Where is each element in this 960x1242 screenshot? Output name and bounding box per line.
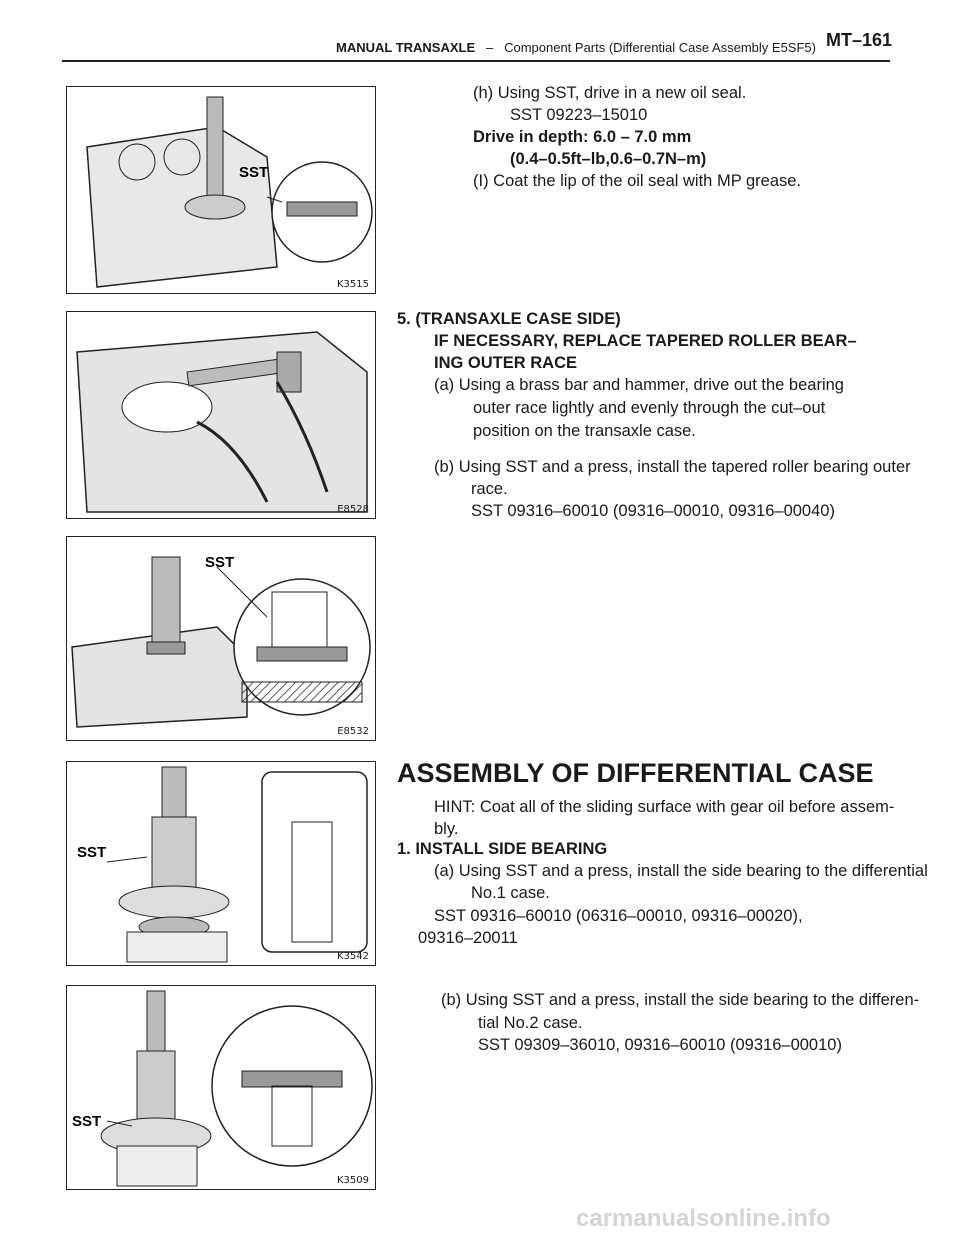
- step-i: (I) Coat the lip of the oil seal with MP…: [473, 172, 802, 190]
- drive-in-depth-torque: (0.4–0.5ft–lb,0.6–0.7N–m): [510, 150, 707, 168]
- figure-outer-race-install: SST E8532: [66, 536, 376, 741]
- figure-label-sst: SST: [239, 164, 268, 181]
- figure-drawing: SST: [77, 766, 368, 963]
- figure-label-sst: SST: [205, 554, 234, 571]
- header-rule: [62, 60, 890, 62]
- step-h: (h) Using SST, drive in a new oil seal.: [473, 84, 747, 102]
- figure-drawing: SST: [86, 96, 373, 288]
- figure-side-bearing-no1: SST K3542: [66, 761, 376, 966]
- step1b-sst: SST 09309–36010, 09316–60010 (09316–0001…: [478, 1036, 842, 1054]
- step1a-sst: SST 09316–60010 (06316–00010, 09316–0002…: [434, 907, 803, 925]
- step5a-line3: position on the transaxle case.: [473, 422, 696, 440]
- figure-side-bearing-no2: SST K3509: [66, 985, 376, 1190]
- step5-title-line2: IF NECESSARY, REPLACE TAPERED ROLLER BEA…: [434, 332, 857, 350]
- step5b-line1: (b) Using SST and a press, install the t…: [434, 458, 911, 476]
- figure-drawing: SST: [72, 990, 373, 1187]
- step5b-line2: race.: [471, 480, 508, 498]
- hint-line2: bly.: [434, 820, 459, 838]
- step1a-line1: (a) Using SST and a press, install the s…: [434, 862, 928, 880]
- figure-code: K3542: [336, 951, 369, 962]
- figure-label-sst: SST: [72, 1113, 101, 1130]
- figure-oil-seal-install: SST K3515: [66, 86, 376, 294]
- step1a-sst-line2: 09316–20011: [418, 929, 518, 947]
- page-number: MT–161: [826, 30, 893, 50]
- step5a-line2: outer race lightly and evenly through th…: [473, 399, 826, 417]
- step5a-line1: (a) Using a brass bar and hammer, drive …: [434, 376, 844, 394]
- step5-title-line3: ING OUTER RACE: [434, 354, 578, 372]
- figure-code: E8528: [337, 504, 369, 515]
- section-heading: ASSEMBLY OF DIFFERENTIAL CASE: [397, 758, 874, 788]
- step1b-line1: (b) Using SST and a press, install the s…: [441, 991, 920, 1009]
- figure-code: E8532: [337, 726, 369, 737]
- figure-label-sst: SST: [77, 844, 106, 861]
- figure-outer-race-removal: E8528: [66, 311, 376, 519]
- figure-code: K3509: [336, 1175, 369, 1186]
- step5-title: 5. (TRANSAXLE CASE SIDE): [397, 310, 621, 328]
- drive-in-depth: Drive in depth: 6.0 – 7.0 mm: [473, 128, 692, 146]
- step1a-line2: No.1 case.: [471, 884, 550, 902]
- running-header: MANUAL TRANSAXLE – Component Parts (Diff…: [336, 40, 816, 55]
- hint-line1: HINT: Coat all of the sliding surface wi…: [434, 798, 895, 816]
- step-h-sst: SST 09223–15010: [510, 106, 648, 124]
- watermark: carmanualsonline.info: [576, 1205, 831, 1232]
- header-subtitle: Component Parts (Differential Case Assem…: [504, 40, 816, 55]
- header-separator: –: [486, 40, 494, 55]
- figure-code: K3515: [336, 279, 369, 290]
- step1b-line2: tial No.2 case.: [478, 1014, 583, 1032]
- step5b-sst: SST 09316–60010 (09316–00010, 09316–0004…: [471, 502, 835, 520]
- step1-title: 1. INSTALL SIDE BEARING: [397, 840, 608, 858]
- figure-drawing: [76, 331, 368, 513]
- header-section: MANUAL TRANSAXLE: [336, 40, 476, 55]
- figure-drawing: SST: [71, 554, 371, 728]
